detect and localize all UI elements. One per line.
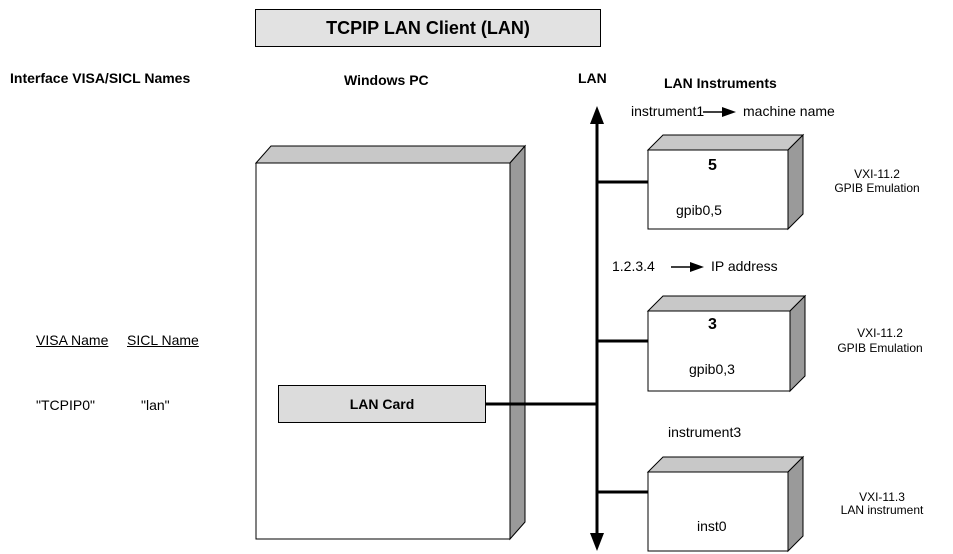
lan-down-arrow-icon: [590, 533, 604, 551]
windows-pc-box: [254, 144, 527, 541]
ip-address-arrow-icon: [671, 262, 704, 272]
instrument2-desc: GPIB Emulation: [837, 341, 923, 355]
diagram-title: TCPIP LAN Client (LAN): [255, 9, 601, 47]
instrument1-box: [646, 133, 805, 231]
ip-address-label: IP address: [711, 258, 778, 274]
instrument1-label: instrument1: [631, 103, 705, 119]
instrument3-label: instrument3: [668, 424, 742, 440]
instrument2-box: [646, 294, 807, 393]
sicl-name-value: "lan": [141, 397, 170, 413]
sicl-name-header: SICL Name: [127, 332, 199, 348]
lan-instruments-header: LAN Instruments: [664, 75, 777, 91]
windows-pc-header: Windows PC: [344, 72, 429, 88]
visa-name-header: VISA Name: [36, 332, 109, 348]
machine-name-label: machine name: [743, 103, 835, 119]
ip-example-label: 1.2.3.4: [612, 258, 655, 274]
instrument3-box: [646, 455, 805, 553]
visa-name-value: "TCPIP0": [36, 397, 95, 413]
lan-card: LAN Card: [278, 385, 486, 423]
instrument2-name: gpib0,3: [689, 361, 735, 377]
instrument3-name: inst0: [697, 518, 727, 534]
instrument1-address: 5: [708, 157, 717, 174]
interface-names-header: Interface VISA/SICL Names: [10, 70, 191, 86]
lan-up-arrow-icon: [590, 106, 604, 124]
instrument1-type: VXI-11.2: [854, 167, 900, 181]
lan-header: LAN: [578, 70, 607, 86]
instrument3-type: VXI-11.3: [859, 490, 905, 504]
lan-bus: [590, 106, 604, 551]
instrument1-name: gpib0,5: [676, 202, 722, 218]
instrument2-type: VXI-11.2: [857, 326, 903, 340]
instrument1-desc: GPIB Emulation: [834, 181, 920, 195]
machine-name-arrow-icon: [703, 107, 736, 117]
instrument3-desc: LAN instrument: [840, 503, 924, 517]
instrument2-address: 3: [708, 316, 717, 333]
